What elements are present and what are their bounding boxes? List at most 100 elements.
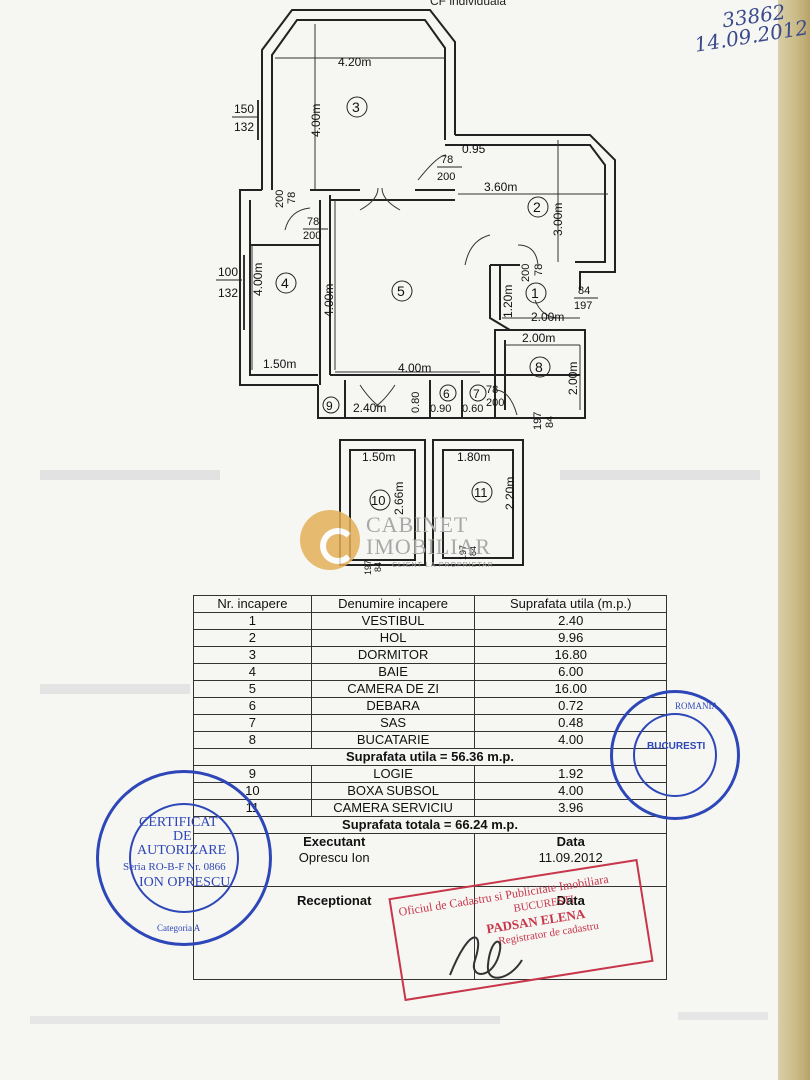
subtotal-cell: Suprafata utila = 56.36 m.p. <box>193 748 667 766</box>
dim-door-78c: 78 <box>286 192 298 204</box>
stamp-inner-ring <box>129 803 239 913</box>
dim-room5-width: 4.00m <box>398 361 431 375</box>
dim-door-200e: 200 <box>486 397 504 409</box>
cell-name: CAMERA SERVICIU <box>310 799 476 817</box>
authorization-stamp: CERTIFICAT DE AUTORIZARE Seria RO-B-F Nr… <box>96 770 272 946</box>
dim-window-132b: 132 <box>218 286 238 300</box>
stamp-inner-ring <box>633 713 717 797</box>
dim-door-197a: 197 <box>574 300 592 312</box>
receptionat-row: Receptionat Data <box>192 886 667 980</box>
watermark-tagline: CLIENT LA PROPRIETAR <box>392 562 494 569</box>
room-marker-8 <box>529 356 551 378</box>
cell-name: DORMITOR <box>310 646 476 664</box>
dim-room10-width: 1.50m <box>362 450 395 464</box>
footer-bleed-right <box>678 1012 768 1020</box>
room-number-7: 7 <box>473 387 480 401</box>
stamp-line-seria: Seria RO-B-F Nr. 0866 <box>123 861 226 873</box>
cell-area: 16.80 <box>474 646 667 664</box>
dim-window-100: 100 <box>218 265 238 279</box>
watermark-text: CABINET IMOBILIAR <box>366 514 491 558</box>
room-number-10: 10 <box>371 493 385 508</box>
subtotal-row: Suprafata utila = 56.36 m.p. <box>193 748 667 766</box>
dim-060: 0.60 <box>462 403 483 415</box>
dim-room11-height: 2.20m <box>503 477 517 510</box>
cell-area: 6.00 <box>474 663 667 681</box>
data-label-2: Data <box>556 893 585 908</box>
table-header-row: Nr. incapere Denumire incapere Suprafata… <box>193 595 667 613</box>
cell-nr: 2 <box>193 629 312 647</box>
dim-door-78b: 78 <box>307 216 319 228</box>
executant-name: Oprescu Ion <box>298 850 370 865</box>
dim-room2-height: 3.00m <box>551 203 565 236</box>
room-number-2: 2 <box>533 199 541 215</box>
cell-name: HOL <box>310 629 476 647</box>
dim-room11-width: 1.80m <box>457 450 490 464</box>
dim-door-200d: 200 <box>520 264 532 282</box>
cell-nr: 7 <box>193 714 312 732</box>
dim-window-132a: 132 <box>234 120 254 134</box>
room-marker-1 <box>525 282 547 304</box>
cell-name: VESTIBUL <box>310 612 476 630</box>
executant-label: Executant <box>303 834 366 849</box>
dim-room8-width: 2.00m <box>522 331 555 345</box>
cell-name: BOXA SUBSOL <box>310 782 476 800</box>
cell-nr: 5 <box>193 680 312 698</box>
cell-area: 2.40 <box>474 612 667 630</box>
bleed-through-band <box>40 470 220 480</box>
dim-room5-height: 4.00m <box>322 284 336 317</box>
room-marker-7 <box>469 384 487 402</box>
room-number-8: 8 <box>535 359 543 375</box>
cell-nr: 8 <box>193 731 312 749</box>
floor-plan: 3 2 4 5 1 8 9 6 7 10 11 4.20m 150 132 4.… <box>216 9 616 575</box>
cell-nr: 6 <box>193 697 312 715</box>
room-number-1: 1 <box>531 285 539 301</box>
dim-door-78e: 78 <box>486 384 498 396</box>
cell-name: DEBARA <box>310 697 476 715</box>
stamp-line-categoria: Categoria A <box>157 923 201 933</box>
dim-door-84a: 84 <box>578 285 590 297</box>
stamp-line-name: ION OPRESCU <box>139 875 231 890</box>
header-partial-text: CF individuala <box>430 0 507 8</box>
stamp-romania: ROMANIA <box>675 701 719 711</box>
cabinet-imobiliar-watermark: CABINET IMOBILIAR CLIENT LA PROPRIETAR <box>300 508 530 574</box>
cell-nr: 4 <box>193 663 312 681</box>
data-label: Data <box>556 834 585 849</box>
receptionat-label: Receptionat <box>297 893 372 908</box>
footer-bleed-left <box>30 1016 500 1024</box>
bleed-through-band <box>560 470 760 480</box>
stamp-line-autorizare: AUTORIZARE <box>137 843 227 858</box>
dim-095: 0.95 <box>462 142 486 156</box>
dim-door-84b: 84 <box>544 416 556 428</box>
dim-door-200c: 200 <box>274 190 286 208</box>
room-marker-6 <box>439 384 457 402</box>
stamp-line-de: DE <box>173 829 192 844</box>
stamp-bucuresti: BUCURESTI <box>647 741 706 752</box>
room-marker-2 <box>527 196 549 218</box>
room-number-6: 6 <box>443 387 450 401</box>
watermark-logo-icon <box>300 510 360 570</box>
agency-stamp: ROMANIA BUCURESTI <box>610 690 740 820</box>
dim-logie-width: 2.40m <box>353 401 386 415</box>
dim-room2-width: 3.60m <box>484 180 517 194</box>
dim-door-200a: 200 <box>437 171 455 183</box>
dim-room1-width: 2.00m <box>531 310 564 324</box>
cell-name: LOGIE <box>310 765 476 783</box>
room-marker-11 <box>471 481 493 503</box>
header-suprafata: Suprafata utila (m.p.) <box>474 595 667 613</box>
room-marker-4 <box>275 272 297 294</box>
cell-nr: 3 <box>193 646 312 664</box>
dim-door-197d: 197 <box>458 545 468 560</box>
room-number-9: 9 <box>326 399 333 413</box>
dim-room4-width: 1.50m <box>263 357 296 371</box>
stamp-line-certificat: CERTIFICAT <box>139 815 218 830</box>
dim-room3-height: 4.00m <box>309 104 323 137</box>
dim-room8-height: 2.00m <box>566 362 580 395</box>
dim-door-84c: 84 <box>373 562 383 572</box>
header-denumire: Denumire incapere <box>310 595 476 613</box>
